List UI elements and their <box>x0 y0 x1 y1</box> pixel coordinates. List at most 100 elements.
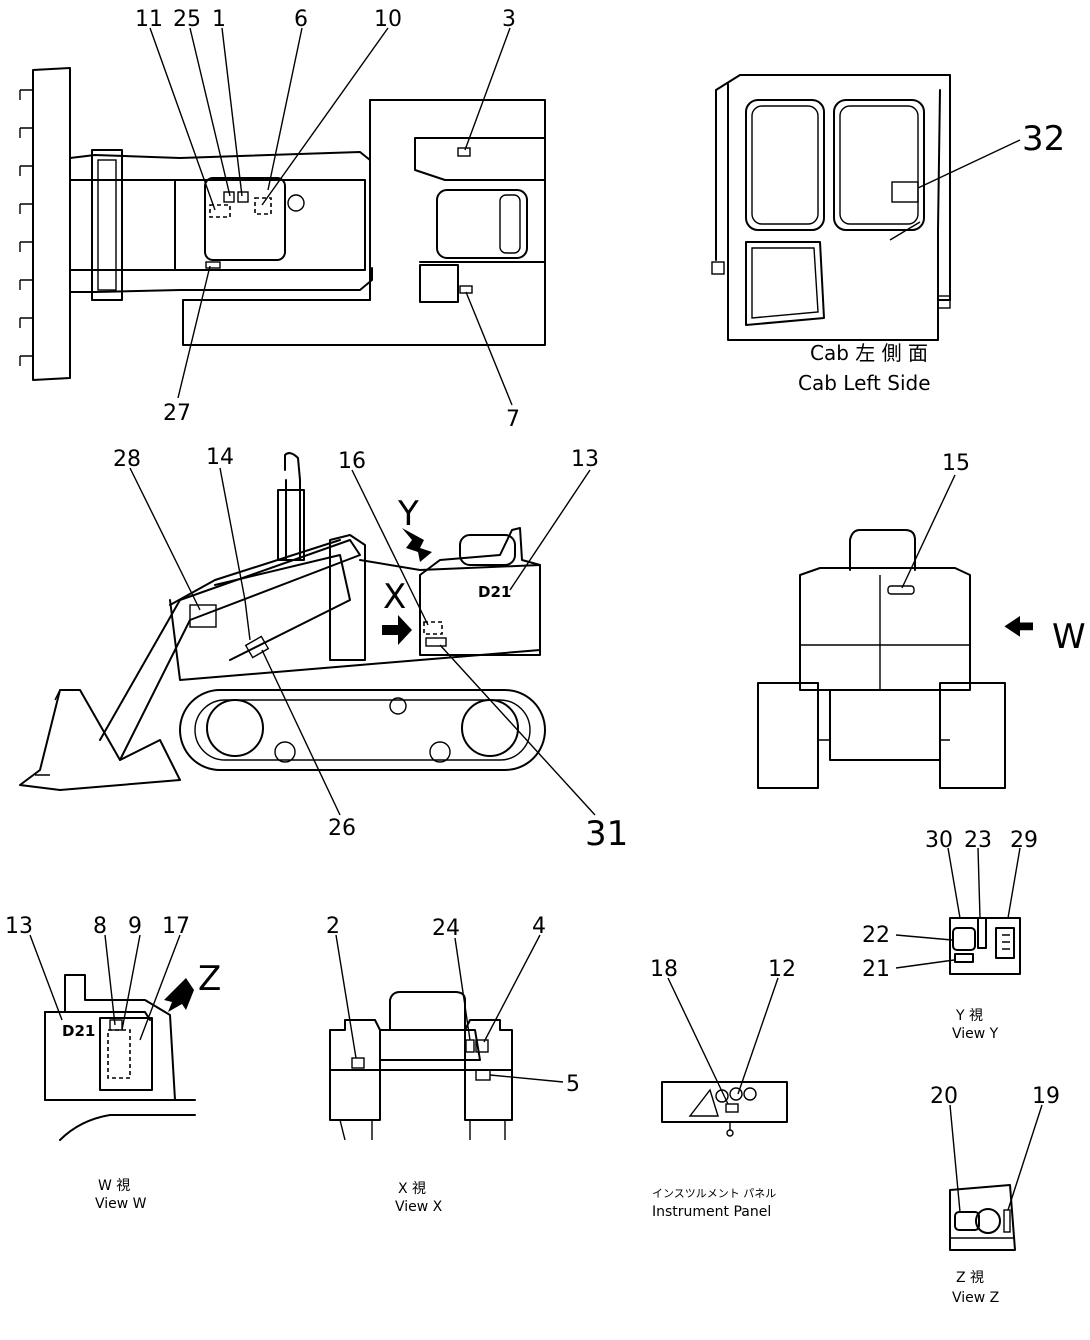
callout-27: 27 <box>163 401 191 426</box>
decal-23 <box>977 917 987 949</box>
callout-5: 5 <box>566 1072 580 1097</box>
top-leaders <box>149 27 513 406</box>
decal-3 <box>457 147 471 157</box>
callout-14: 14 <box>206 445 234 470</box>
loader-arm <box>99 539 361 761</box>
callout-12: 12 <box>768 957 796 982</box>
callout-4: 4 <box>532 914 546 939</box>
callout-2: 2 <box>326 914 340 939</box>
callout-25: 25 <box>173 7 201 32</box>
callout-13: 13 <box>571 447 599 472</box>
decal-20 <box>954 1211 980 1231</box>
decal-28 <box>189 604 217 628</box>
rear-view: W 15 <box>757 451 1086 789</box>
arrow-y <box>402 528 432 562</box>
side-leaders <box>129 467 596 816</box>
callout-8: 8 <box>93 914 107 939</box>
decal-15 <box>887 585 915 595</box>
filler-cap <box>287 194 305 212</box>
decal-22 <box>952 927 976 951</box>
decal-17 <box>107 1029 131 1079</box>
cab-hinge-2 <box>937 295 951 309</box>
view-x: 2 24 4 5 X 視 View X <box>326 914 580 1215</box>
top-callouts: 11 25 1 6 10 3 27 7 <box>135 7 520 432</box>
view-z-panel <box>949 1184 1016 1251</box>
callout-20: 20 <box>930 1084 958 1109</box>
callout-28: 28 <box>113 447 141 472</box>
panel-caption-en: Instrument Panel <box>652 1204 771 1220</box>
decal-18 <box>725 1103 739 1113</box>
warning-triangle <box>688 1088 719 1117</box>
callout-31: 31 <box>585 814 628 854</box>
decal-1 <box>237 191 249 203</box>
rear-body <box>799 567 971 691</box>
callout-1: 1 <box>212 7 226 32</box>
seat-back <box>459 534 516 566</box>
panel-caption-jp: インスツルメント パネル <box>652 1187 776 1200</box>
callout-30: 30 <box>925 828 953 853</box>
decal-32 <box>891 181 919 203</box>
sprocket-wheel <box>461 699 519 757</box>
view-y-leaders <box>895 847 1021 969</box>
view-y-caption-jp: Y 視 <box>955 1008 983 1024</box>
decal-29 <box>995 927 1015 959</box>
callout-9: 9 <box>128 914 142 939</box>
rear-track-left <box>757 682 819 789</box>
callout-10: 10 <box>374 7 402 32</box>
callout-24: 24 <box>432 916 460 941</box>
rear-track-right <box>939 682 1006 789</box>
panel-leaders <box>667 977 779 1105</box>
decal-5 <box>475 1069 491 1081</box>
view-x-left-fender <box>329 1019 381 1121</box>
callout-21: 21 <box>862 957 890 982</box>
lift-cylinder <box>214 554 351 661</box>
rear-box <box>419 264 459 303</box>
view-y-caption-en: View Y <box>952 1026 999 1042</box>
callout-29: 29 <box>1010 828 1038 853</box>
callout-15: 15 <box>942 451 970 476</box>
view-y: 30 23 29 22 21 Y 視 View Y <box>862 828 1038 1042</box>
arrow-w <box>1004 616 1033 637</box>
callout-13w: 13 <box>5 914 33 939</box>
decal-11 <box>209 204 231 218</box>
blade-teeth <box>20 89 33 357</box>
view-z-leaders <box>949 1104 1043 1213</box>
view-x-seat <box>389 991 466 1031</box>
cab-left-side-view: 32 Cab 左 側 面 Cab Left Side <box>711 74 1065 395</box>
decal-31 <box>425 637 447 647</box>
callout-6: 6 <box>294 7 308 32</box>
rear-cowl <box>419 527 541 656</box>
callout-7: 7 <box>506 407 520 432</box>
decal-4 <box>475 1039 489 1053</box>
blade-outline <box>32 67 71 381</box>
instrument-panel-view: 18 12 インスツルメント パネル Instrument Panel <box>650 957 796 1220</box>
cab-caption-en: Cab Left Side <box>798 371 931 395</box>
gauge-z <box>975 1208 1001 1234</box>
idler-wheel <box>206 699 264 757</box>
decal-12 <box>729 1087 743 1101</box>
callout-11: 11 <box>135 7 163 32</box>
side-view: D21 Y X 28 14 16 13 26 31 <box>19 445 628 854</box>
lower-arm <box>69 267 373 293</box>
decal-27 <box>205 261 221 269</box>
exhaust-stack <box>277 489 305 561</box>
top-view: 11 25 1 6 10 3 27 7 <box>19 7 546 432</box>
view-x-right-fender <box>464 1019 513 1121</box>
callout-3: 3 <box>502 7 516 32</box>
fender-lines <box>414 137 546 263</box>
label-x: X <box>383 577 406 617</box>
side-callouts: 28 14 16 13 26 31 <box>113 445 628 854</box>
view-x-leaders <box>335 934 564 1083</box>
arrow-z <box>164 978 194 1012</box>
exhaust-pipe <box>284 452 301 561</box>
cab-window-door <box>833 99 925 231</box>
view-w-caption-jp: W 視 <box>98 1178 130 1194</box>
cab-caption-jp: Cab 左 側 面 <box>810 341 928 365</box>
view-x-caption-jp: X 視 <box>398 1181 426 1197</box>
decal-24 <box>465 1039 475 1053</box>
callout-19: 19 <box>1032 1084 1060 1109</box>
cab-window-front <box>745 99 825 231</box>
arrow-x <box>382 615 412 645</box>
view-w-leaders <box>29 934 181 1041</box>
